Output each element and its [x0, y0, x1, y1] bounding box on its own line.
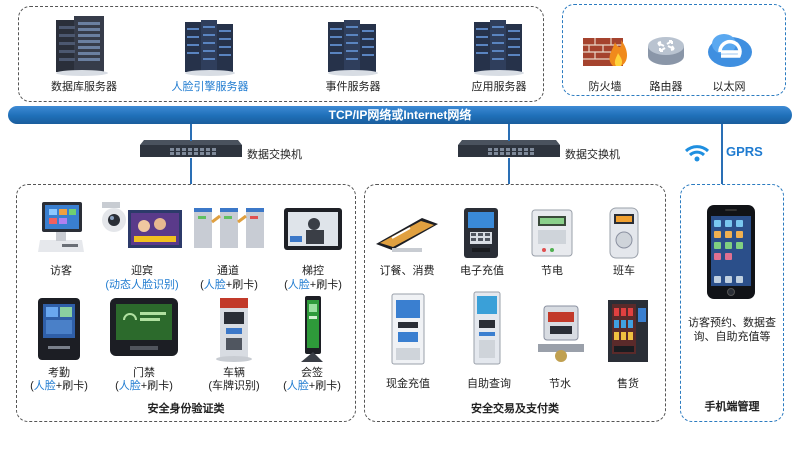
bus-card-reader-icon	[608, 206, 640, 260]
access-control-icon	[110, 298, 178, 356]
mobile-group-title: 手机端管理	[704, 401, 760, 413]
card-text: +刷卡)	[140, 380, 173, 392]
identity-group-title: 安全身份验证类	[147, 403, 225, 415]
backbone-label: TCP/IP网络或Internet网络	[328, 108, 472, 122]
device-label: 订餐、消费	[379, 265, 435, 277]
power-meter-icon	[530, 208, 574, 258]
wifi-icon	[684, 144, 710, 162]
device-label: 售货	[617, 378, 639, 390]
device-label: 节水	[549, 378, 571, 390]
water-meter-icon	[536, 304, 586, 364]
device-label: 班车	[613, 265, 635, 277]
payment-group-box	[364, 184, 666, 422]
face-text: 人脸	[33, 380, 56, 392]
elevator-panel-icon	[284, 208, 342, 250]
mobile-desc-line1: 访客预约、数据查	[688, 317, 776, 329]
e-recharge-icon	[462, 206, 500, 260]
device-label: 梯控	[302, 265, 324, 277]
connector-line	[508, 158, 510, 184]
attendance-terminal-icon	[38, 298, 80, 360]
database-server-icon	[54, 14, 110, 76]
network-device-label: 以太网	[712, 81, 746, 93]
switch-label: 数据交换机	[565, 149, 620, 161]
device-label-detail: (人脸+刷卡)	[277, 379, 347, 393]
self-service-kiosk-icon	[470, 290, 504, 366]
turnstile-icon	[192, 200, 266, 252]
card-text: +刷卡)	[308, 380, 341, 392]
paren-open: (	[283, 380, 287, 392]
device-label: 自助查询	[467, 378, 511, 390]
mobile-desc-line2: 询、自助充值等	[693, 331, 771, 343]
paren-open: (	[200, 279, 204, 291]
gprs-label: GPRS	[726, 144, 763, 159]
cash-recharge-kiosk-icon	[390, 292, 426, 366]
device-label: 门禁	[133, 367, 155, 379]
device-label-detail: (车牌识别)	[208, 380, 260, 392]
device-label-detail: (人脸+刷卡)	[24, 379, 94, 393]
connector-line	[508, 124, 510, 141]
card-text: +刷卡)	[55, 380, 88, 392]
firewall-icon	[583, 32, 629, 68]
face-text: 人脸	[203, 279, 226, 291]
switch-icon	[140, 140, 242, 158]
server-label: 数据库服务器	[51, 81, 117, 93]
device-label-detail: (人脸+刷卡)	[278, 278, 348, 292]
server-label: 应用服务器	[471, 81, 527, 93]
paren-open: (	[115, 380, 119, 392]
card-text: +刷卡)	[309, 279, 342, 291]
event-server-icon	[326, 18, 380, 76]
device-label-detail: (人脸+刷卡)	[109, 379, 179, 393]
application-server-icon	[472, 18, 526, 76]
smartphone-icon	[706, 204, 756, 300]
server-group-box	[18, 6, 544, 102]
device-label: 考勤	[48, 367, 70, 379]
payment-group-title: 安全交易及支付类	[471, 403, 559, 415]
visitor-terminal-icon	[36, 200, 86, 258]
device-label: 电子充值	[460, 265, 504, 277]
mobile-group-box	[680, 184, 784, 422]
paren-open: (	[30, 380, 34, 392]
sign-in-kiosk-icon	[297, 294, 327, 364]
device-label: 访客	[50, 265, 72, 277]
card-text: +刷卡)	[225, 279, 258, 291]
device-label: 车辆	[223, 367, 245, 379]
network-device-label: 路由器	[649, 81, 683, 93]
connector-line	[190, 158, 192, 184]
network-device-label: 防火墙	[588, 81, 622, 93]
network-devices-box	[562, 4, 786, 96]
welcome-camera-icon	[100, 200, 184, 252]
ethernet-icon	[706, 30, 754, 70]
device-label: 现金充值	[386, 378, 430, 390]
device-label-detail: (动态人脸识别)	[105, 279, 179, 291]
device-label: 会签	[301, 367, 323, 379]
device-label: 迎宾	[131, 265, 153, 277]
face-text: 人脸	[286, 380, 309, 392]
switch-icon	[458, 140, 560, 158]
device-label: 通道	[217, 265, 239, 277]
server-label: 人脸引擎服务器	[171, 81, 249, 93]
device-label-detail: (人脸+刷卡)	[194, 278, 264, 292]
connector-line	[721, 124, 723, 184]
ordering-pos-icon	[372, 214, 442, 254]
identity-group-box	[16, 184, 356, 422]
vending-machine-icon	[606, 298, 650, 364]
face-text: 人脸	[287, 279, 310, 291]
router-icon	[646, 32, 686, 68]
face-text: 人脸	[118, 380, 141, 392]
switch-label: 数据交换机	[247, 149, 302, 161]
server-label: 事件服务器	[325, 81, 381, 93]
device-label: 节电	[541, 265, 563, 277]
vehicle-gate-icon	[214, 294, 254, 362]
network-backbone-bar	[8, 106, 792, 124]
connector-line	[190, 124, 192, 141]
paren-open: (	[284, 279, 288, 291]
face-engine-server-icon	[183, 18, 237, 76]
